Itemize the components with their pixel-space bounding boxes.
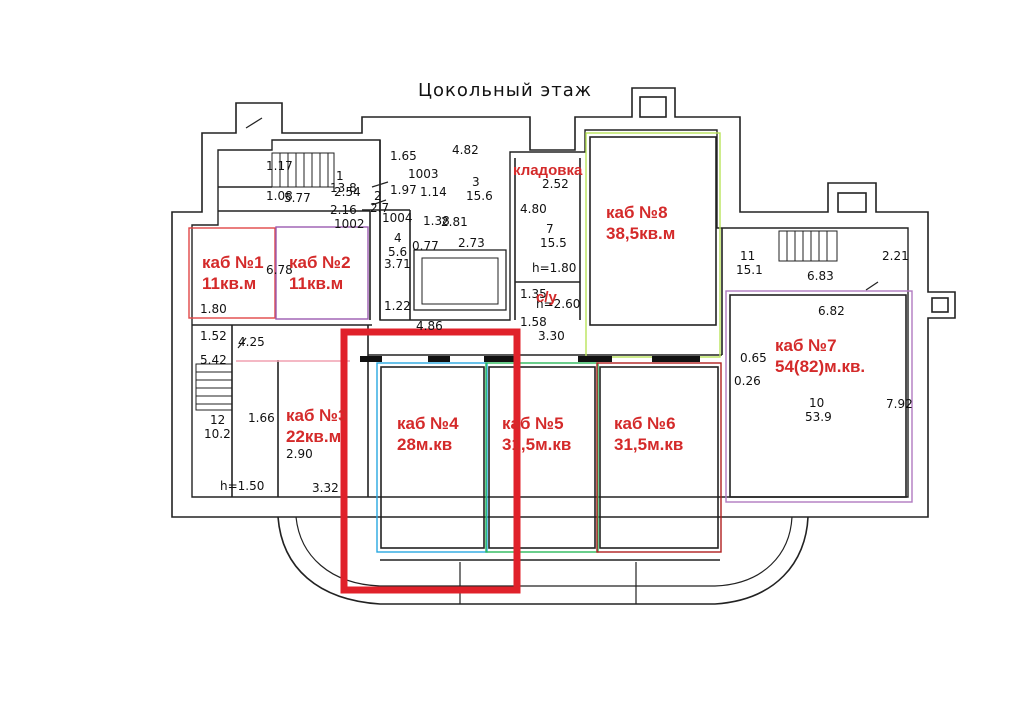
stairs-left [195,363,233,411]
outline-kab1 [188,227,276,319]
chimney-small [931,297,949,313]
dim-21: 2.90 [286,447,313,461]
room-3-num: 3 [472,175,480,189]
highlight-frame-kab4 [340,328,521,594]
outline-kab4 [376,362,488,553]
outer-wall [171,87,956,518]
outline-kab2 [275,226,369,320]
chimney-right [837,192,867,213]
room-12-num: 12 [210,413,226,427]
dim-14: 3.71 [384,257,411,271]
dim-7: 1.97 [390,183,417,197]
chimney-top [639,96,667,118]
wall-kab6 [599,366,719,549]
dim-30: 2.21 [882,249,909,263]
dim-24: 4.86 [416,319,443,333]
inner-wall [191,129,909,498]
service-shaft [413,249,507,311]
dim-4: 1.08 [266,189,293,203]
dim-35: 7.92 [886,397,913,411]
room-7-area: 15.5 [540,236,567,250]
dim-25: 3.30 [538,329,565,343]
dim-2: 2.54 [334,185,361,199]
dim-18: 4.25 [238,335,265,349]
floor-title: Цокольный этаж [418,80,592,101]
outline-kab6 [596,362,722,553]
height-stair: h=1.50 [220,479,265,493]
dim-29: 4.80 [520,202,547,216]
dim-6: 4.82 [452,143,479,157]
dim-12: 0.77 [412,239,439,253]
room-2-num: 2 [374,189,382,203]
dim-17: 1.52 [200,329,227,343]
stairs-upper-left [271,152,335,188]
room-2-area: 2.7 [370,201,390,215]
dim-15: 6.78 [266,263,293,277]
room-1-area: 13.8 [330,181,357,195]
dim-8: 1.14 [420,185,447,199]
outline-kab8 [585,132,721,358]
wall-kab8 [589,136,717,326]
room-11-area: 15.1 [736,263,763,277]
outline-kab5 [485,362,599,553]
bay-window [277,516,809,605]
outline-kab7 [725,290,913,503]
label-storage: кладовка [513,162,583,179]
dim-32: 6.82 [818,304,845,318]
door-code-1003: 1003 [408,167,439,181]
dim-19: 5.42 [200,353,227,367]
room-11-num: 11 [740,249,756,263]
dim-16: 1.80 [200,302,227,316]
dim-28: 2.52 [542,177,569,191]
dim-3: 5.77 [284,191,311,205]
dim-9: 2.16 [330,203,357,217]
room-12-area: 10.2 [204,427,231,441]
dim-31: 6.83 [807,269,834,283]
dim-22: 3.32 [312,481,339,495]
dim-11: 1.38 [423,214,450,228]
door-code-1002: 1002 [334,217,365,231]
dim-13: 2.73 [458,236,485,250]
dim-20: 1.66 [248,411,275,425]
wall-kab4 [380,366,485,549]
room-10-area: 53.9 [805,410,832,424]
wall-kab7 [729,294,907,498]
room-4-area: 5.6 [388,245,408,259]
room-4-num: 4 [394,231,402,245]
dim-10: 2.81 [441,215,468,229]
wall-kab5 [488,366,596,549]
dim-34: 0.26 [734,374,761,388]
room-1-num: 1 [336,169,344,183]
room-3-area: 15.6 [466,189,493,203]
height-wc: h=2.60 [536,297,581,311]
dim-27: 1.58 [520,315,547,329]
stairs-right [778,230,838,262]
room-7-num: 7 [546,222,554,236]
dim-26: 1.35 [520,287,547,301]
dim-1: 1.17 [266,159,293,173]
room-10-num: 10 [809,396,825,410]
door-code-1004: 1004 [382,211,413,225]
height-storage: h=1.80 [532,261,577,275]
dim-23: 1.22 [384,299,411,313]
label-wc: с/у [536,289,557,306]
dim-33: 0.65 [740,351,767,365]
dim-5: 1.65 [390,149,417,163]
